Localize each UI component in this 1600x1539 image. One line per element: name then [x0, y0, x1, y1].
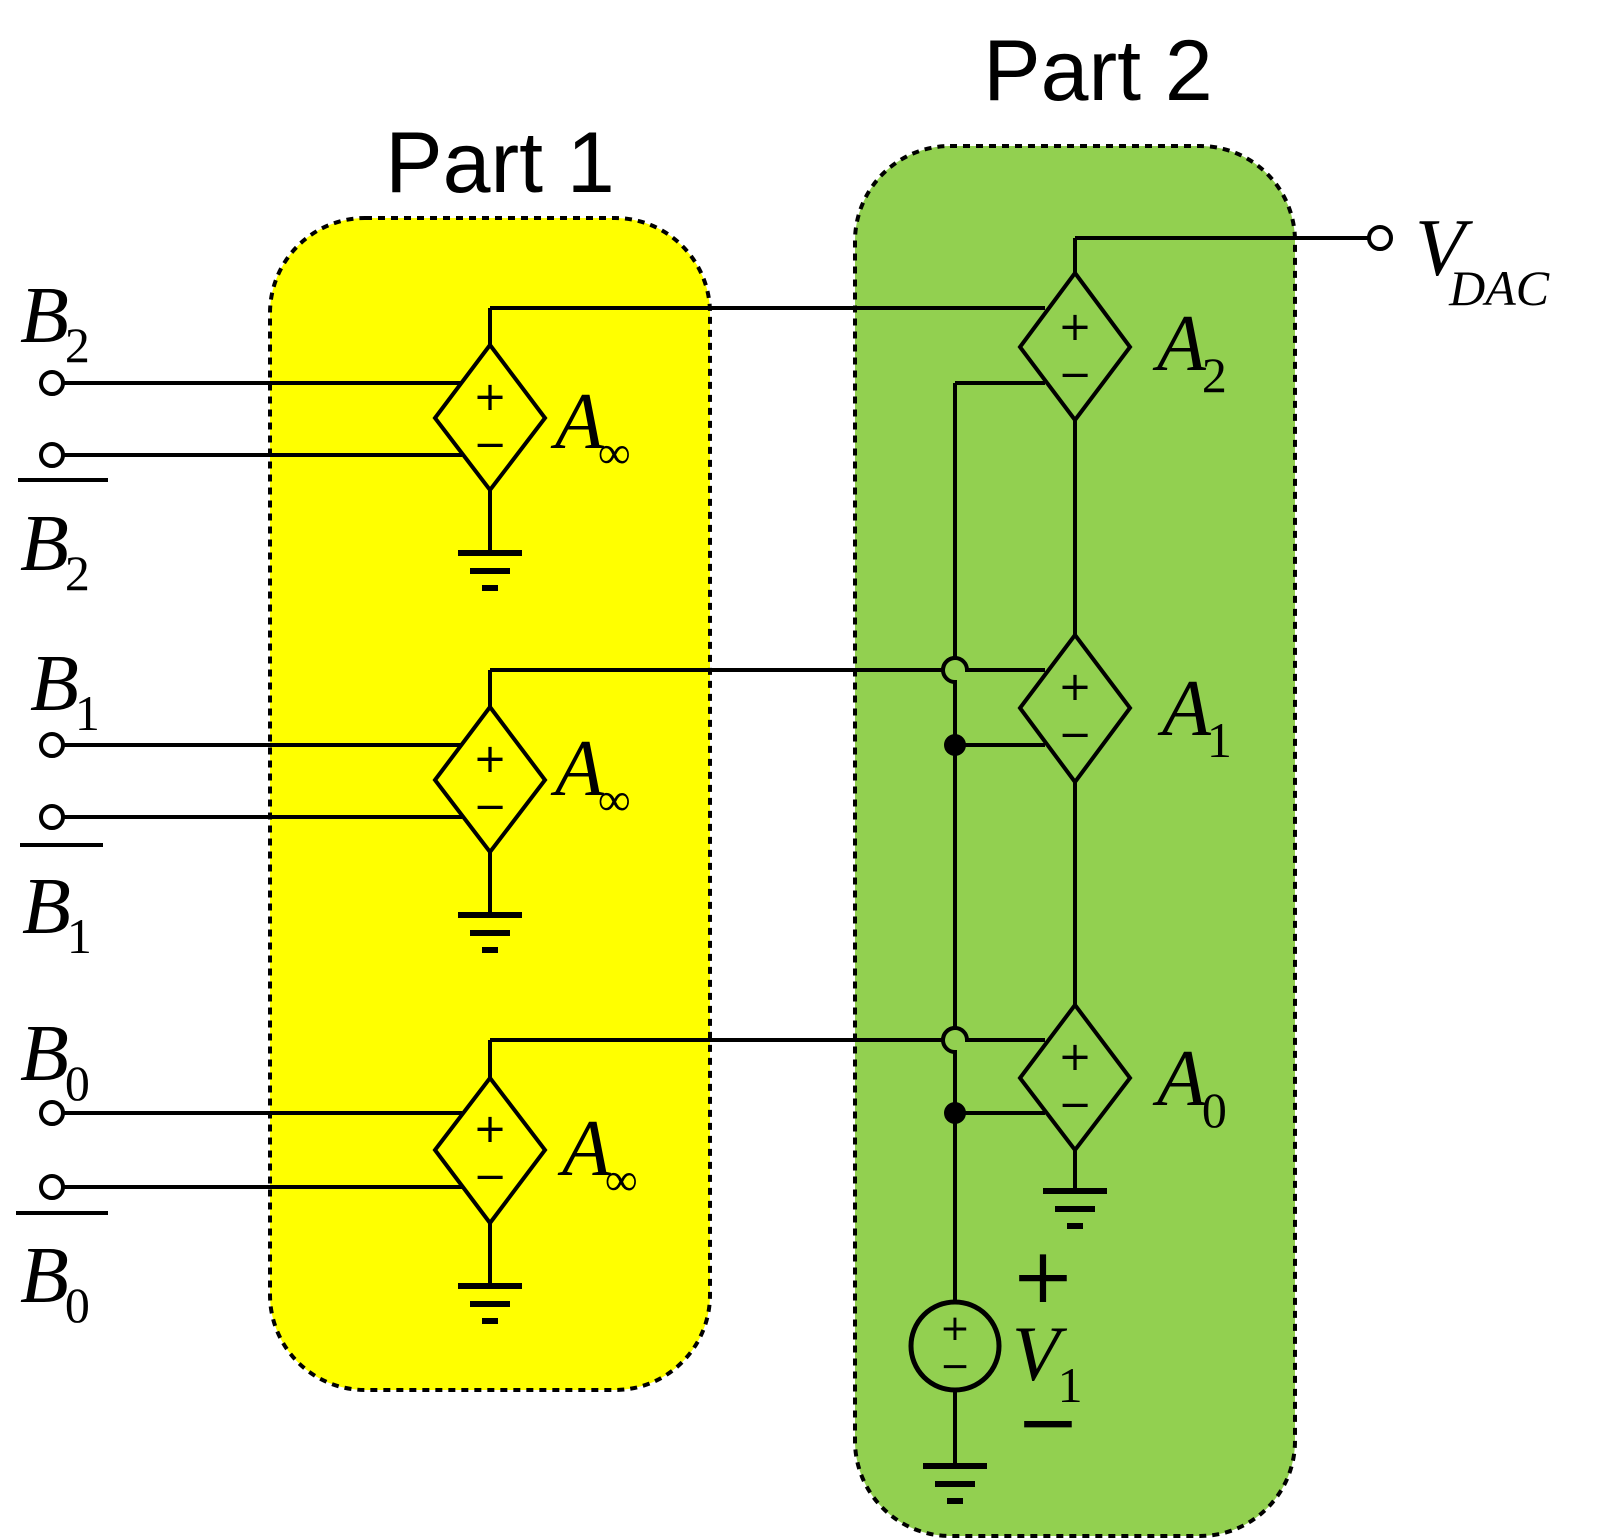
junction-dot-0 — [944, 1102, 966, 1124]
ground-stage-0 — [1043, 1188, 1107, 1229]
part-1-region — [268, 216, 712, 1392]
stage-2-diamond — [1017, 269, 1133, 424]
input-terminals — [39, 370, 65, 1200]
source-label: V1 — [1012, 1310, 1083, 1413]
comparator-0-minus: − — [473, 1154, 507, 1200]
stage-1-label: A1 — [1157, 665, 1232, 768]
source-outer-minus: − — [1016, 1377, 1080, 1466]
stage-1-minus: − — [1058, 712, 1092, 758]
ground-source — [923, 1463, 987, 1504]
source-inner-minus: − — [940, 1346, 970, 1387]
input-label-b2: B2 — [20, 272, 90, 373]
source-outer-plus: + — [1011, 1231, 1075, 1320]
part-1-title: Part 1 — [385, 115, 614, 211]
comparator-2-label: A∞ — [550, 378, 631, 478]
part-2-wiring — [941, 236, 1368, 1463]
source-inner-plus: + — [940, 1308, 970, 1349]
stage-2-label: A2 — [1152, 300, 1227, 403]
input-label-b1-bar: B1 — [22, 863, 92, 964]
ground-comparator-2 — [458, 550, 522, 591]
comparator-1-diamond — [432, 703, 548, 856]
part-2-title: Part 2 — [983, 23, 1212, 119]
input-label-b1: B1 — [30, 640, 100, 741]
stage-0-diamond — [1017, 1001, 1133, 1154]
comparator-2-plus: + — [473, 374, 507, 420]
comparator-0-diamond — [432, 1074, 548, 1227]
input-label-b0-bar: B0 — [20, 1232, 90, 1333]
stage-1-diamond — [1017, 631, 1133, 786]
stage-2-plus: + — [1058, 304, 1092, 350]
comparator-1-plus: + — [473, 736, 507, 782]
comparator-0-plus: + — [473, 1106, 507, 1152]
stage-1-plus: + — [1058, 664, 1092, 710]
output-label: VDAC — [1415, 202, 1550, 316]
ground-comparator-1 — [458, 912, 522, 953]
stage-2-minus: − — [1058, 352, 1092, 398]
input-label-b0: B0 — [20, 1010, 90, 1111]
voltage-source-v1 — [908, 1299, 1002, 1393]
input-label-b2-bar: B2 — [20, 500, 90, 601]
comparator-0-label: A∞ — [557, 1105, 638, 1205]
comparator-1-label: A∞ — [550, 725, 631, 825]
comparator-1-minus: − — [473, 784, 507, 830]
stage-0-minus: − — [1058, 1082, 1092, 1128]
stage-0-plus: + — [1058, 1034, 1092, 1080]
output-terminal — [1367, 225, 1393, 251]
stage-0-label: A0 — [1152, 1035, 1227, 1138]
comparator-2-minus: − — [473, 422, 507, 468]
comparator-2-diamond — [432, 341, 548, 494]
ground-comparator-0 — [458, 1283, 522, 1324]
junction-dot-1 — [944, 734, 966, 756]
